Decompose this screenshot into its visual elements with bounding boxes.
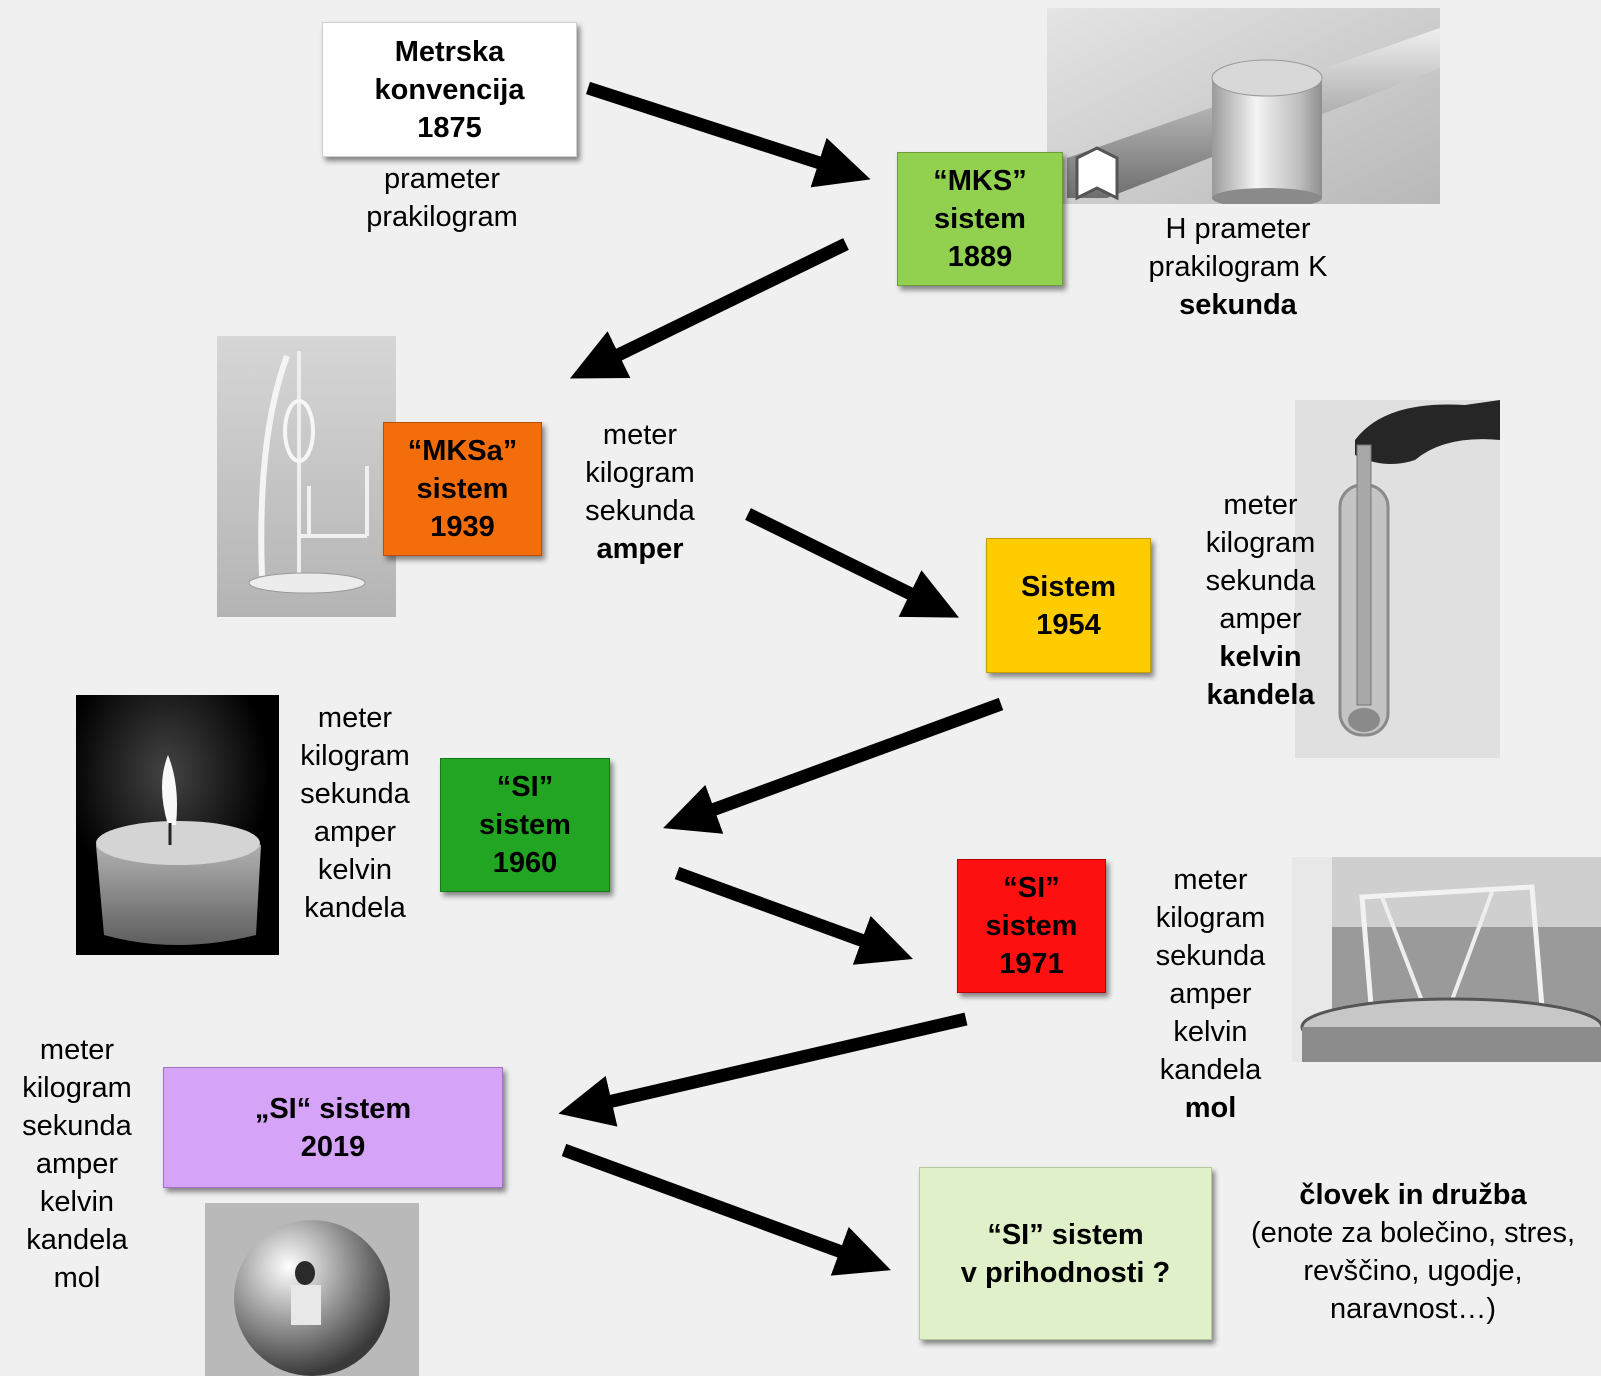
unit: meter	[1223, 489, 1298, 521]
unit: amper	[35, 1148, 119, 1180]
unit: kelvin	[1173, 1016, 1248, 1048]
unit: sekunda	[1155, 940, 1266, 972]
box-line: 1875	[417, 111, 482, 144]
unit: kelvin	[317, 854, 393, 886]
unit-new: kelvin	[1219, 641, 1302, 673]
candle-photo	[76, 695, 279, 955]
unit: kilogram	[22, 1072, 132, 1104]
unit: kilogram	[585, 457, 695, 489]
units-2019: meter kilogram sekunda amper kelvin kand…	[2, 1031, 152, 1297]
unit-new: amper	[596, 533, 684, 565]
unit: kelvin	[39, 1186, 115, 1218]
units-1889: H prameter prakilogram K sekunda	[1118, 210, 1358, 324]
box-line: Metrska	[394, 35, 505, 68]
unit: meter	[602, 419, 678, 451]
box-line: “SI” sistem	[987, 1218, 1144, 1251]
unit: meter	[39, 1034, 115, 1066]
unit: prakilogram	[366, 201, 518, 233]
unit-new: mol	[1184, 1092, 1237, 1124]
box-line: “SI”	[1003, 872, 1060, 904]
box-line: sistem	[416, 473, 509, 505]
box-line: “MKSa”	[407, 435, 518, 467]
unit: prakilogram K	[1148, 251, 1328, 283]
box-line: 1954	[1036, 608, 1101, 641]
box-si-sistem-2019: „SI“ sistem 2019	[163, 1067, 503, 1188]
box-line: sistem	[934, 203, 1026, 235]
units-future: človek in družba (enote za bolečino, str…	[1225, 1176, 1601, 1328]
future-line: revščino, ugodje,	[1303, 1255, 1523, 1287]
caesium-clock-photo	[1292, 857, 1601, 1062]
unit: sekunda	[300, 778, 410, 810]
box-line: 1960	[492, 847, 558, 879]
box-line: 1889	[947, 241, 1013, 273]
unit: kandela	[304, 892, 406, 924]
unit: kilogram	[1155, 902, 1266, 934]
box-line: 1939	[430, 511, 495, 543]
box-line: konvencija	[374, 73, 525, 106]
box-line: 2019	[300, 1130, 366, 1163]
units-1954: meter kilogram sekunda amper kelvin kand…	[1183, 486, 1338, 714]
arrow-2019-future	[561, 1143, 891, 1276]
box-si-sistem-1971: “SI” sistem 1971	[957, 859, 1106, 993]
unit: H prameter	[1165, 213, 1311, 245]
meter-bar-photo	[1047, 8, 1440, 204]
box-line: v prihodnosti ?	[960, 1256, 1171, 1289]
unit: sekunda	[1205, 565, 1316, 597]
box-line: “SI”	[496, 771, 554, 803]
units-1875: prameter prakilogram	[342, 160, 542, 236]
box-line: „SI“ sistem	[254, 1092, 412, 1125]
unit: amper	[1169, 978, 1252, 1010]
unit: kilogram	[300, 740, 410, 772]
box-line: “MKS”	[933, 165, 1027, 197]
future-heading: človek in družba	[1299, 1179, 1527, 1211]
arrow-1875-1889	[585, 81, 871, 188]
box-si-sistem-future: “SI” sistem v prihodnosti ?	[919, 1167, 1212, 1340]
unit: amper	[313, 816, 397, 848]
unit: meter	[1173, 864, 1248, 896]
electrodynamometer-photo	[217, 336, 396, 617]
arrow-1954-1960	[663, 697, 1004, 834]
units-1960: meter kilogram sekunda amper kelvin kand…	[280, 699, 430, 927]
units-1939: meter kilogram sekunda amper	[560, 416, 720, 568]
box-line: 1971	[999, 948, 1064, 980]
unit: kandela	[1159, 1054, 1262, 1086]
unit: prameter	[383, 163, 501, 195]
box-line: sistem	[479, 809, 571, 841]
silicon-sphere-photo	[205, 1203, 419, 1376]
box-mksa-sistem-1939: “MKSa” sistem 1939	[383, 422, 542, 556]
unit: sekunda	[585, 495, 695, 527]
triple-point-cell-photo	[1295, 400, 1500, 758]
future-line: naravnost…)	[1329, 1293, 1496, 1325]
unit: sekunda	[22, 1110, 132, 1142]
arrow-1960-1971	[674, 866, 913, 965]
unit: kilogram	[1205, 527, 1316, 559]
box-si-sistem-1960: “SI” sistem 1960	[440, 758, 610, 892]
arrow-1971-2019	[558, 1012, 968, 1127]
unit: amper	[1219, 603, 1302, 635]
box-mks-sistem-1889: “MKS” sistem 1889	[897, 152, 1063, 286]
box-metrska-konvencija-1875: Metrska konvencija 1875	[322, 22, 577, 157]
box-line: Sistem	[1020, 570, 1117, 603]
unit-new: kandela	[1206, 679, 1315, 711]
future-line: (enote za bolečino, stres,	[1250, 1217, 1575, 1249]
arrow-1939-1954	[745, 508, 960, 618]
box-line: sistem	[985, 910, 1078, 942]
unit: mol	[53, 1262, 101, 1294]
unit: meter	[317, 702, 393, 734]
box-sistem-1954: Sistem 1954	[986, 538, 1151, 673]
unit: kandela	[26, 1224, 128, 1256]
arrow-1889-1939	[569, 238, 849, 379]
unit-new: sekunda	[1179, 289, 1297, 321]
units-1971: meter kilogram sekunda amper kelvin kand…	[1133, 861, 1288, 1127]
